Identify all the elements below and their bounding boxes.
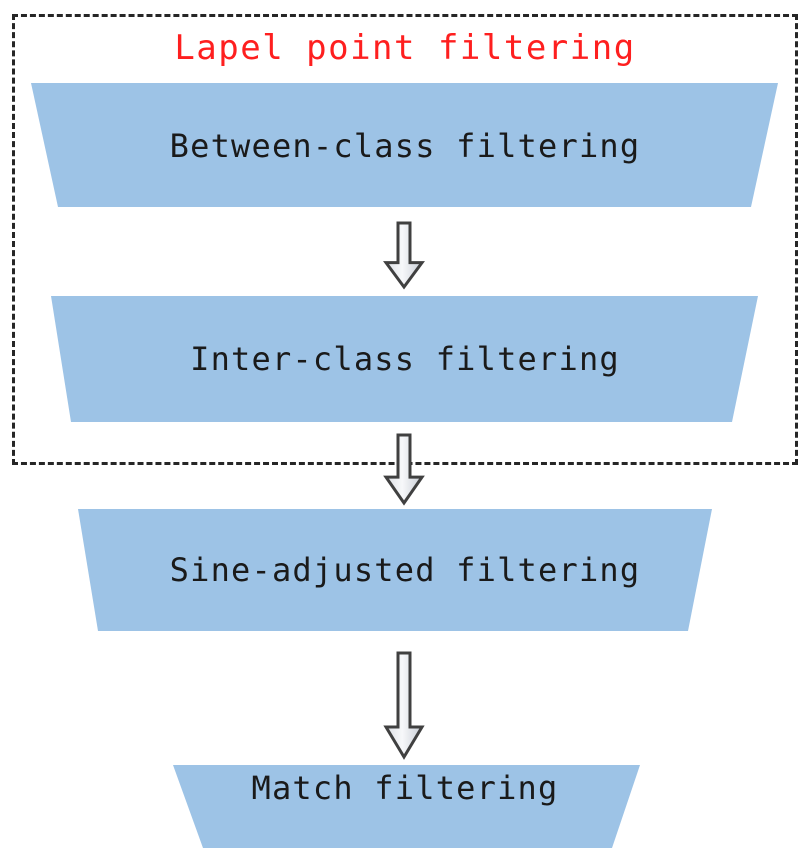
stage-label-sine-adjusted-filtering: Sine-adjusted filtering	[169, 551, 641, 589]
stage-label-match-filtering: Match filtering	[251, 769, 559, 807]
group-title: Lapel point filtering	[174, 28, 636, 68]
stage-label-inter-class-filtering: Inter-class filtering	[190, 340, 620, 378]
stage-label-between-class-filtering: Between-class filtering	[169, 127, 641, 165]
